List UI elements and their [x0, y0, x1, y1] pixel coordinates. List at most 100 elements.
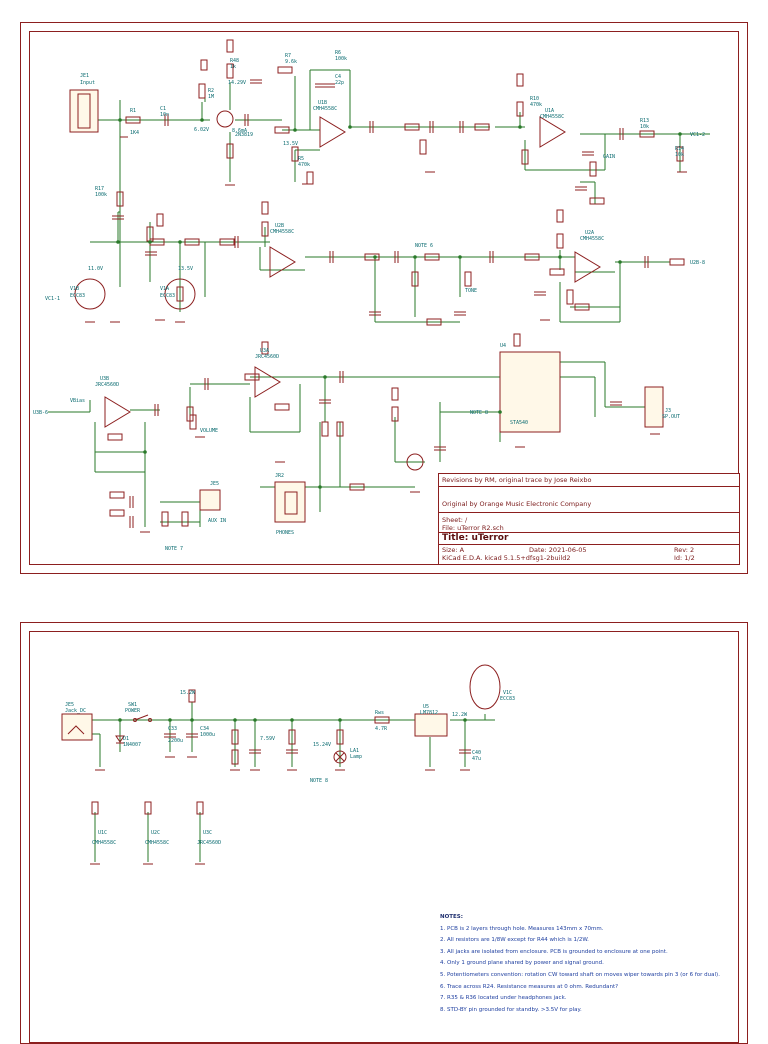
label-C4-value: 22p: [335, 80, 344, 86]
label-GAIN: GAIN: [603, 154, 615, 160]
label-V1C: V1C: [503, 690, 512, 696]
note-6: 6. Trace across R24. Resistance measures…: [440, 983, 619, 990]
label-D1-value: 1N4007: [123, 742, 141, 748]
label-C34-value: 1000u: [200, 732, 215, 738]
label-U3C-value: JRC4560D: [197, 840, 221, 846]
label-R6: R6: [335, 50, 341, 56]
net-VBias: VBias: [70, 398, 85, 404]
label-R14: R14: [675, 146, 684, 152]
label-R2-value: 1M: [208, 94, 214, 100]
label-U4: U4: [500, 343, 506, 349]
label-v-15.2: 15.2W: [180, 690, 196, 696]
label-U5: U5: [423, 704, 429, 710]
label-U3A-value: JRC4560D: [255, 354, 279, 360]
label-R13: R13: [640, 118, 649, 124]
label-V1B: V1A: [160, 286, 169, 292]
label-R5: R5: [298, 156, 304, 162]
label-U3C: U3C: [203, 830, 212, 836]
label-SW1-value: POWER: [125, 708, 141, 714]
label-6.02V: 6.02V: [194, 127, 209, 133]
label-R17-value: 100k: [95, 192, 107, 198]
label-C4: C4: [335, 74, 341, 80]
net-U2B-8: U2B-8: [690, 260, 705, 266]
label-v-12.2: 12.2W: [452, 712, 468, 718]
label-U1A-value: CMH4558C: [540, 114, 564, 120]
junctions-1: [116, 118, 682, 489]
label-R17: R17: [95, 186, 104, 192]
label-C1: C1: [160, 106, 166, 112]
label-note6: NOTE 6: [415, 243, 433, 249]
label-LA1-value: Lamp: [350, 754, 362, 760]
label-note8: NOTE 8: [470, 410, 488, 416]
label-R7-value: 9.6k: [285, 59, 297, 65]
label-v-15.24: 15.24V: [313, 742, 331, 748]
label-v-13.5b: 13.5V: [178, 266, 193, 272]
label-J5-value: AUX IN: [208, 518, 226, 524]
label-U3A: U3A: [260, 348, 269, 354]
label-R10: R10: [530, 96, 539, 102]
title-block-1: Revisions by RM, original trace by Jose …: [438, 473, 740, 565]
tb-sheet: Sheet: /: [442, 516, 468, 524]
label-C33-value: 2200u: [168, 738, 183, 744]
tb-date: Date: 2021-06-05: [529, 546, 587, 554]
note-1: 1. PCB is 2 layers through hole. Measure…: [440, 925, 604, 932]
label-Rws: Rws: [375, 710, 384, 716]
label-U1B-value: CMH4558C: [313, 106, 337, 112]
label-U2B: U2B: [275, 223, 284, 229]
net-VC1-2: VC1-2: [690, 132, 705, 138]
label-U2C: U2C: [151, 830, 160, 836]
label-J3-value: SP.OUT: [662, 414, 680, 420]
label-Q1: 2N3819: [235, 132, 253, 138]
label-U3B-value: JRC4560D: [95, 382, 119, 388]
sheet-1-border-inner: [29, 31, 739, 565]
label-J3: J3: [665, 408, 671, 414]
label-R2: R2: [208, 88, 214, 94]
label-V1A-value: ECC83: [70, 293, 85, 299]
label-J15-value: Jack_DC: [65, 708, 86, 714]
label-U2B-value: CMH4558C: [270, 229, 294, 235]
label-R5-value: 470k: [298, 162, 310, 168]
note-3: 3. All jacks are isolated from enclosure…: [440, 948, 668, 955]
label-V1A: V1B: [70, 286, 79, 292]
label-v-7.59: 7.59V: [260, 736, 275, 742]
label-v-13.5: 13.5V: [283, 141, 298, 147]
label-R1: R1: [130, 108, 136, 114]
label-C40-value: 47u: [472, 756, 481, 762]
wires-1: [48, 69, 710, 527]
label-note8b: NOTE 8: [310, 778, 328, 784]
sheet-1-border-outer: [20, 22, 748, 574]
label-R13-value: 10k: [640, 124, 649, 130]
label-VOLUME: VOLUME: [200, 428, 218, 434]
schematic-1-canvas: JE1 Input R1 1K4 C1 10n R2 1M 2N3819 6.0…: [33, 39, 710, 552]
label-U3B: U3B: [100, 376, 109, 382]
tb-original: Original by Orange Music Electronic Comp…: [442, 500, 592, 508]
label-v-14.29: 14.29V: [228, 80, 246, 86]
note-2: 2. All resistors are 1/8W except for R44…: [440, 937, 589, 944]
label-v-8.6: 8.6mA: [232, 128, 247, 134]
label-U1A: U1A: [545, 108, 554, 114]
label-D1: D1: [123, 736, 129, 742]
label-C1-value: 10n: [160, 112, 169, 118]
ref-labels-1: JE1 Input R1 1K4 C1 10n R2 1M 2N3819 6.0…: [33, 50, 705, 552]
net-U3B-6: U3B-6: [33, 410, 48, 416]
label-U1C-value: CMH4558C: [92, 840, 116, 846]
schematic-sheet-1: JE1 Input R1 1K4 C1 10n R2 1M 2N3819 6.0…: [20, 22, 748, 574]
tb-title: Title: uTerror: [442, 533, 509, 543]
tb-kicad: KiCad E.D.A. kicad 5.1.5+dfsg1-2build2: [442, 554, 571, 562]
label-Rws-value: 4.7R: [375, 726, 388, 732]
label-v-11: 11.0V: [88, 266, 103, 272]
note-8: 8. STD-BY pin grounded for standby. >3.5…: [440, 1006, 582, 1013]
notes-block: NOTES: 1. PCB is 2 layers through hole. …: [440, 912, 720, 1016]
note-7: 7. R35 & R36 located under headphones ja…: [440, 995, 567, 1002]
label-C40: C40: [472, 750, 481, 756]
tb-rev: Rev: 2: [674, 546, 695, 554]
ref-labels-2: JE5 Jack_DC SW1 POWER D1 1N4007 15.2W C3…: [65, 690, 515, 846]
schematic-2-canvas: JE5 Jack_DC SW1 POWER D1 1N4007 15.2W C3…: [61, 664, 515, 865]
tb-file: File: uTerror R2.sch: [442, 524, 504, 532]
label-R10-value: 470k: [530, 102, 542, 108]
label-V1C-value: ECC83: [500, 696, 515, 702]
label-R1-value: 1K4: [130, 130, 139, 136]
label-J2-value: PHONES: [276, 530, 294, 536]
label-J2: JR2: [275, 473, 284, 479]
net-VC1-1: VC1-1: [45, 296, 60, 302]
